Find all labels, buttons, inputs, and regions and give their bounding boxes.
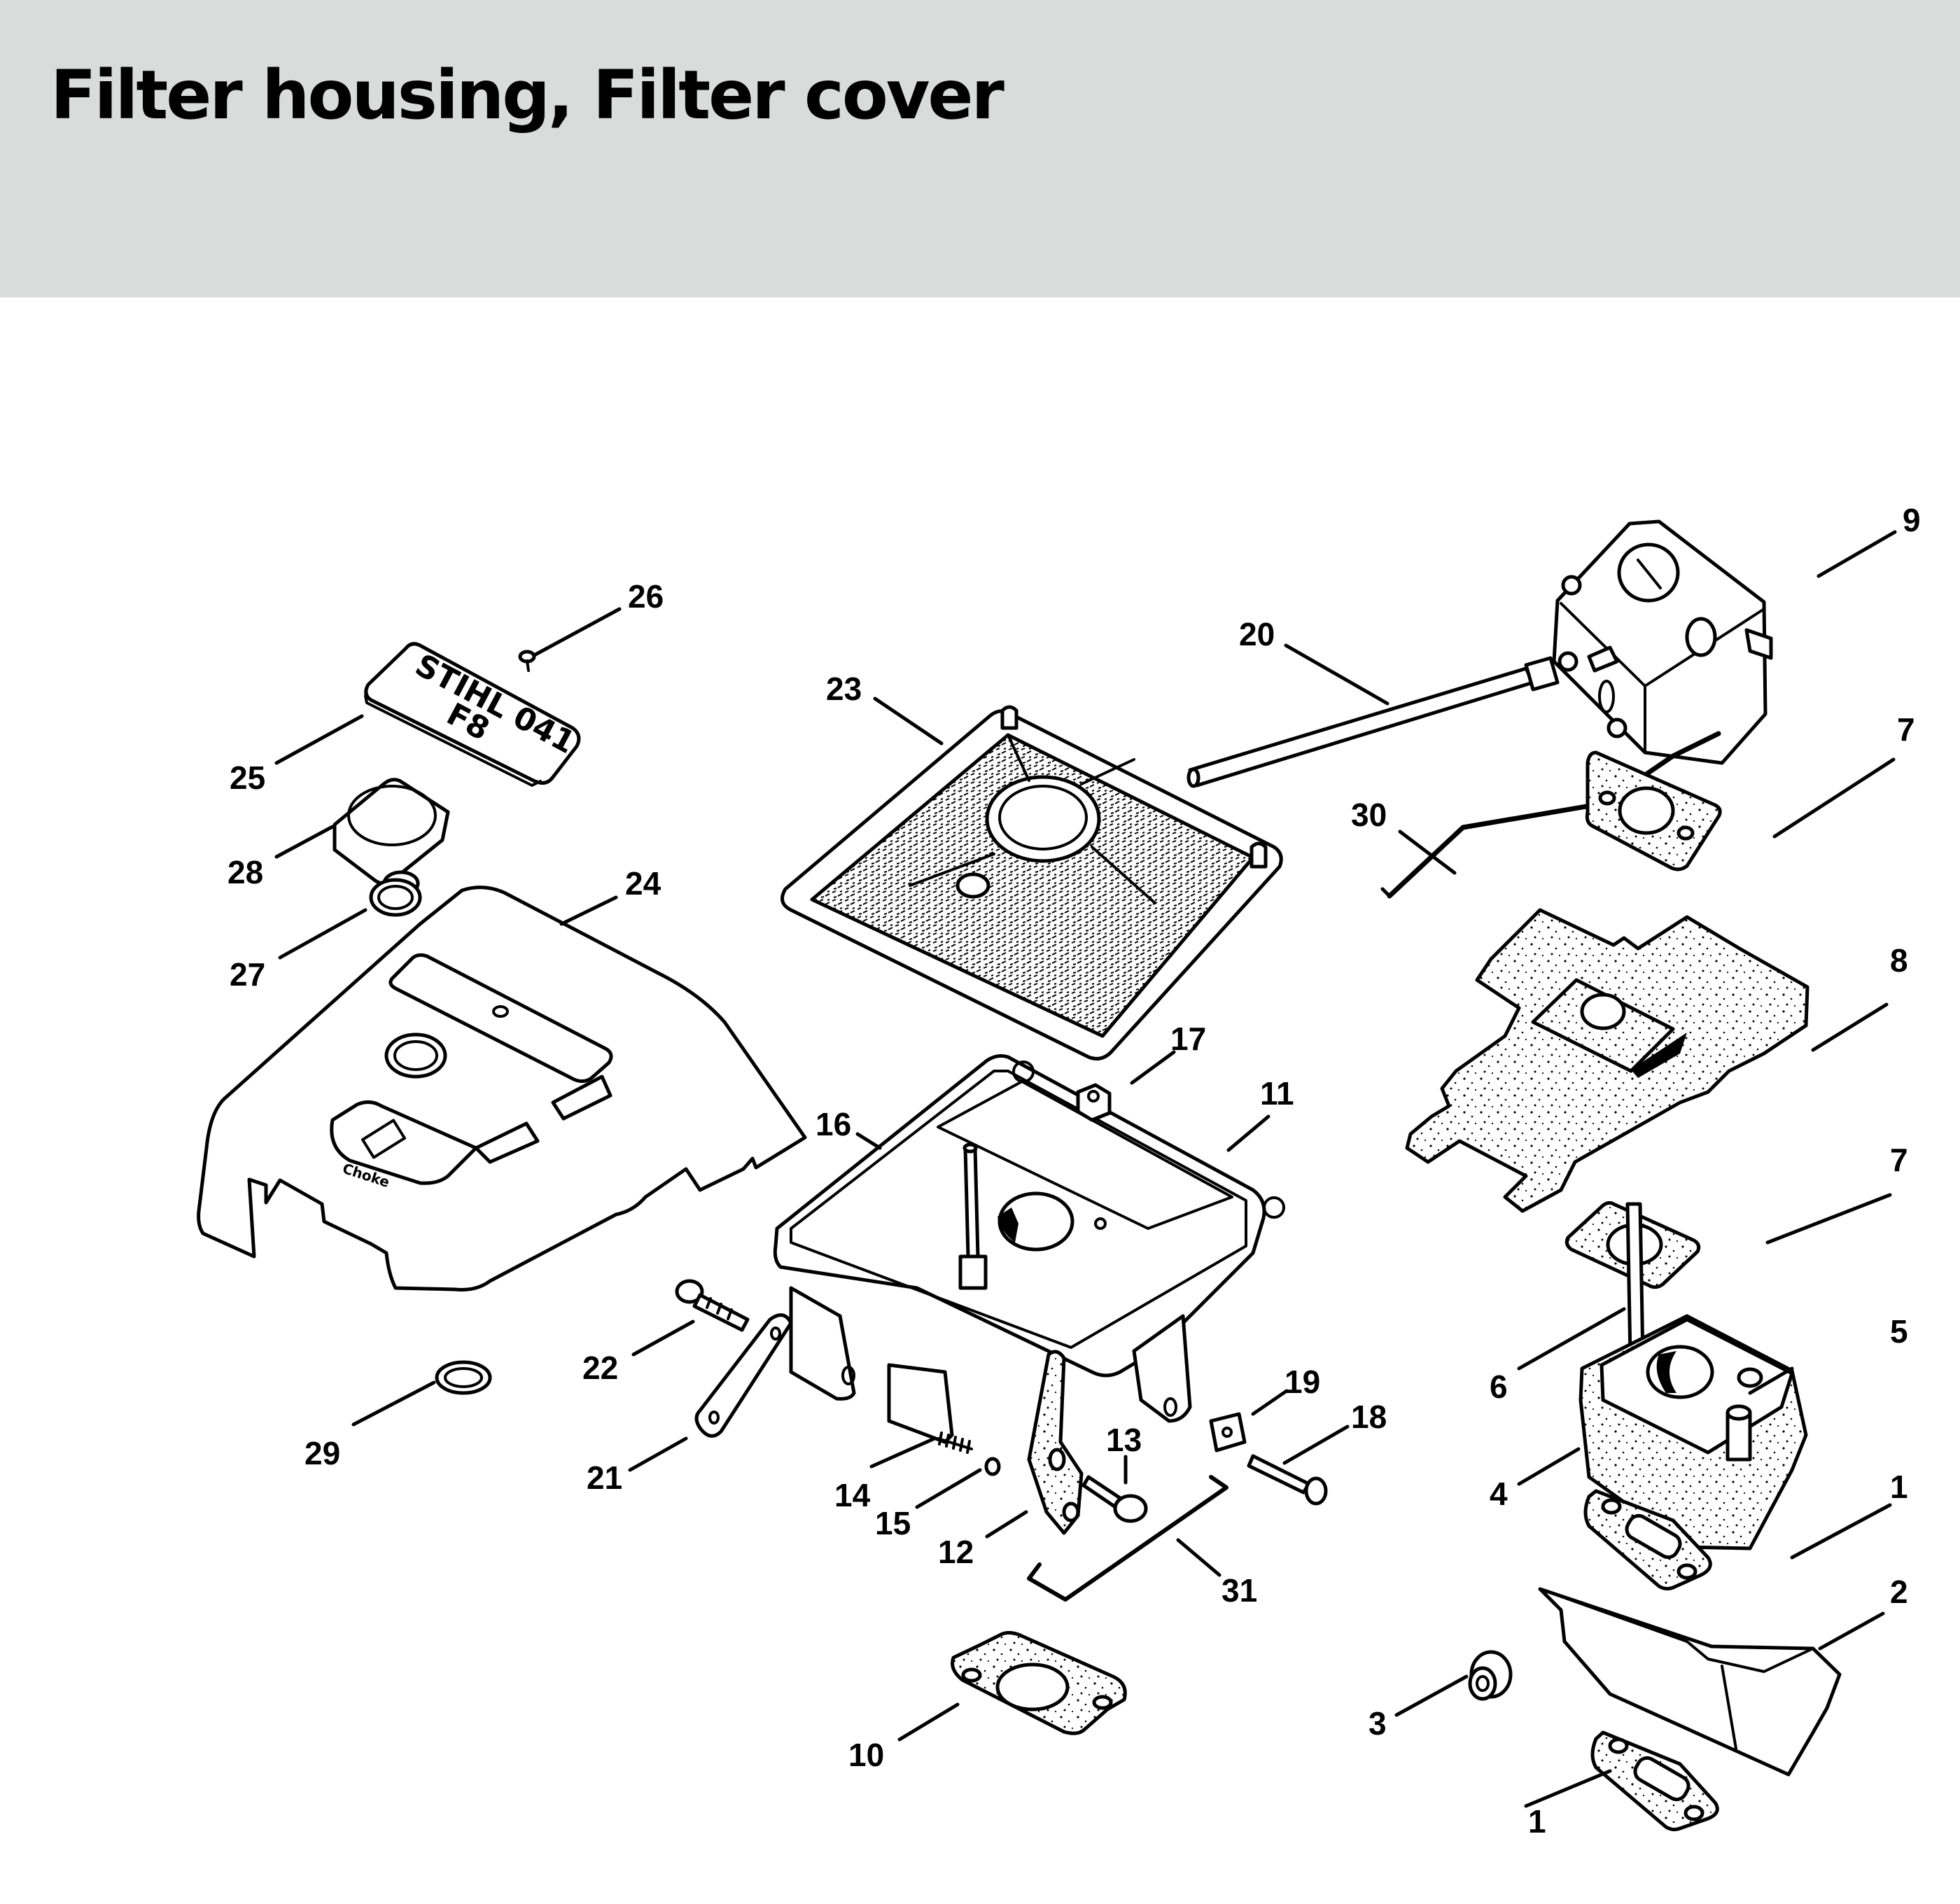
callout-23: 23 [826,671,862,707]
part-12-lever [1027,1350,1084,1535]
part-10-gasket [951,1631,1127,1735]
leader-28 [274,825,335,859]
part-24-filter-cover: Choke [197,886,807,1292]
callout-28: 28 [227,854,263,890]
leader-1a [1790,1503,1892,1560]
leader-5 [1748,1366,1794,1395]
leader-18 [1282,1424,1350,1465]
callout-4: 4 [1490,1476,1508,1512]
part-8-baffle-plate [1405,908,1809,1213]
callout-2: 2 [1890,1574,1908,1610]
leader-8 [1811,1002,1889,1052]
leader-23 [873,696,944,746]
leader-16 [855,1132,882,1150]
part-20-hose [1186,656,1560,788]
callout-31: 31 [1222,1572,1257,1609]
page-title: Filter housing, Filter cover [50,56,1004,134]
callout-18: 18 [1351,1399,1387,1435]
callout-17: 17 [1170,1021,1206,1057]
callout-13: 13 [1106,1422,1142,1458]
leader-7b [1765,1193,1892,1245]
callout-22: 22 [582,1350,618,1386]
callout-5: 5 [1890,1313,1908,1350]
callout-1b: 1 [1528,1803,1546,1840]
callout-7b: 7 [1890,1142,1908,1178]
part-16-stud [958,1142,988,1290]
leader-12 [985,1510,1028,1539]
callout-labels: 1 1 2 3 4 5 6 7 7 8 9 10 11 12 13 14 15 … [227,502,1921,1840]
leader-21 [628,1436,688,1472]
part-7a-gasket [1585,750,1722,872]
leader-6 [1517,1307,1626,1371]
callout-7a: 7 [1897,711,1915,748]
part-15-ball [984,1457,1001,1476]
callout-10: 10 [848,1737,884,1773]
part-25-model-plate: STIHL 041 F8 [364,642,581,787]
callout-15: 15 [875,1505,911,1541]
callout-19: 19 [1284,1364,1320,1400]
leader-25 [274,714,364,765]
part-2-shroud [1538,1587,1842,1777]
callout-8: 8 [1890,942,1908,979]
part-28-knob [332,778,450,897]
callout-26: 26 [628,578,664,615]
part-1a-gasket [1583,1489,1712,1591]
callout-29: 29 [304,1435,340,1471]
leader-1b [1524,1769,1612,1808]
callout-14: 14 [834,1477,871,1513]
part-21-link [694,1313,793,1438]
leader-29 [351,1380,436,1427]
part-13-screw [1082,1475,1148,1523]
part-18-screw [1247,1454,1328,1506]
leader-11 [1226,1114,1270,1152]
part-6-stud [1625,1202,1645,1360]
callout-24: 24 [625,865,662,902]
callout-20: 20 [1239,616,1275,652]
part-22-screw [675,1279,750,1332]
leader-2 [1818,1611,1885,1651]
header-banner: Filter housing, Filter cover [0,0,1960,298]
callout-12: 12 [938,1534,974,1570]
part-17-nut [1076,1083,1112,1122]
leader-7a [1772,757,1896,839]
part-1b-gasket [1590,1730,1719,1832]
leader-lines [274,530,1897,1808]
leader-4 [1517,1447,1581,1486]
callout-25: 25 [230,760,265,796]
part-11-filter-housing [773,1054,1285,1444]
part-29-retaining-ring [435,1360,492,1395]
leader-15 [915,1468,982,1509]
leader-22 [631,1320,695,1357]
part-27-washer [369,878,422,917]
leader-30 [1398,830,1457,875]
part-31-throttle-rod [1027,1475,1228,1602]
leader-3 [1394,1674,1469,1717]
callout-1a: 1 [1890,1469,1908,1505]
leader-9 [1816,530,1897,578]
part-26-rivet [518,650,536,672]
part-5-manifold-nut [1726,1404,1752,1462]
part-3-grommet [1468,1650,1513,1701]
callout-16: 16 [816,1106,851,1142]
leader-24 [559,895,618,926]
leader-19 [1251,1389,1289,1416]
part-14-spring [937,1432,973,1454]
leader-20 [1284,643,1390,706]
leader-27 [278,908,368,960]
part-23-air-filter [780,705,1283,1060]
callout-3: 3 [1368,1705,1387,1742]
leader-26 [533,607,622,657]
callout-11: 11 [1260,1075,1294,1112]
callout-9: 9 [1903,502,1921,538]
callout-27: 27 [230,956,265,993]
leader-14 [869,1436,937,1469]
callout-6: 6 [1490,1368,1508,1405]
callout-21: 21 [587,1460,622,1496]
callout-30: 30 [1351,797,1387,833]
part-19-washer [1209,1412,1247,1452]
leader-31 [1176,1538,1222,1577]
leader-10 [897,1702,960,1742]
part-9-carburetor [1552,519,1773,765]
leader-17 [1130,1050,1176,1085]
